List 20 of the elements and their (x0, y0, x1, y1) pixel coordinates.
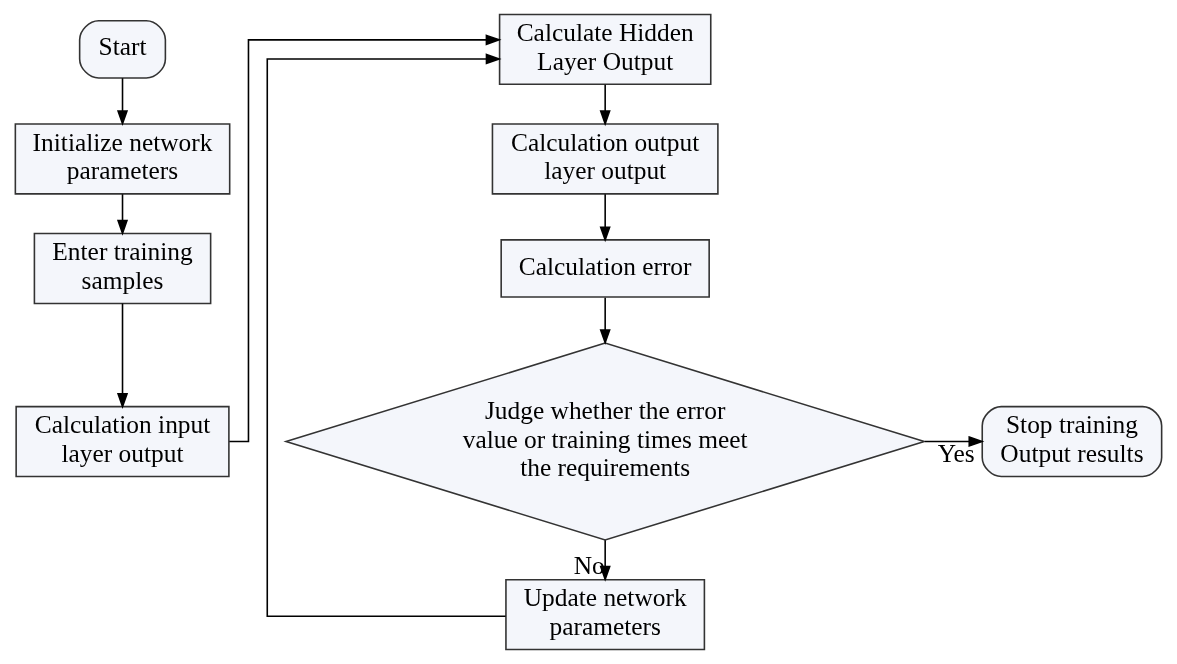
arrow (116, 193, 129, 236)
arrow (599, 193, 611, 243)
node-box: Calculation output layer output (491, 123, 719, 195)
node-box: Stop training Output results (981, 405, 1163, 478)
arrow (924, 435, 985, 448)
node-box: Update network parameters (505, 578, 706, 651)
node-box: Calculate Hidden Layer Output (498, 13, 712, 86)
node-box: Initialize network parameters (14, 123, 231, 195)
arrow (228, 34, 502, 443)
edge-label: Yes (937, 438, 975, 467)
arrow (599, 83, 611, 127)
node-box: Calculation error (500, 239, 710, 298)
node-box: Start (78, 20, 167, 79)
node-box: Calculation input layer output (15, 405, 230, 478)
node-diamond: Judge whether the error value or training times meet the requirements (283, 342, 927, 541)
arrow (599, 297, 611, 346)
arrow (266, 53, 507, 617)
arrow (116, 77, 129, 127)
node-box: Enter training samples (33, 232, 212, 305)
arrow (116, 302, 129, 409)
